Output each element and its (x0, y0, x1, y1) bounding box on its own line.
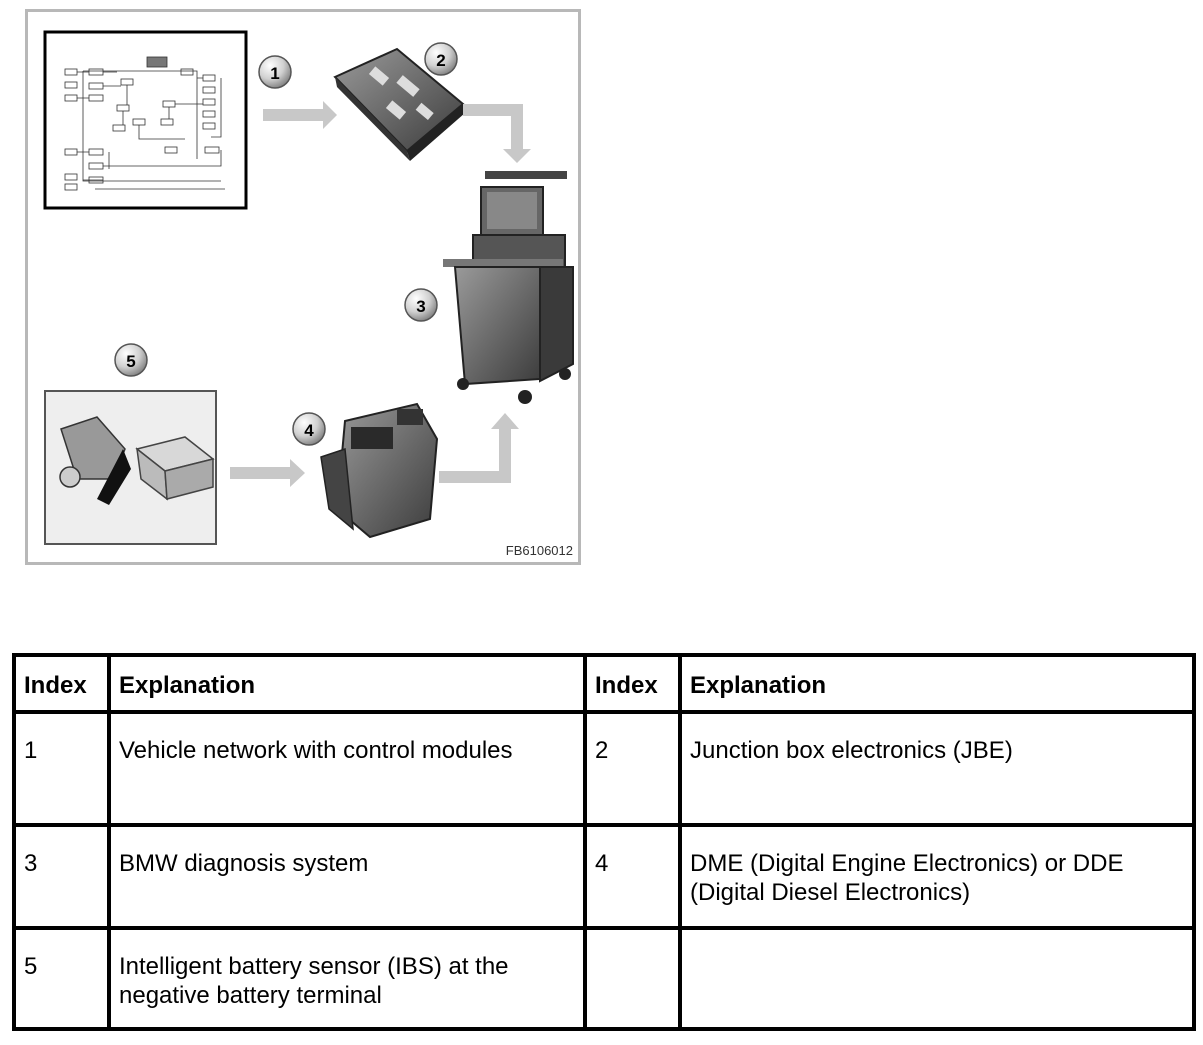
callout-3-label: 3 (416, 297, 425, 316)
legend-explanation: DME (Digital Engine Electronics) or DDE … (678, 823, 1196, 930)
legend-explanation: BMW diagnosis system (107, 823, 587, 930)
callout-1-label: 1 (270, 64, 279, 83)
legend-row: 3 BMW diagnosis system 4 DME (Digital En… (12, 823, 1196, 930)
callout-4: 4 (292, 412, 326, 446)
jbe-module-image (333, 47, 465, 161)
legend-explanation: Vehicle network with control modules (107, 710, 587, 827)
legend-index: 2 (583, 710, 682, 827)
callout-2: 2 (424, 42, 458, 76)
callout-5: 5 (114, 343, 148, 377)
diagnosis-system-image (443, 171, 574, 404)
legend-row: 5 Intelligent battery sensor (IBS) at th… (12, 926, 1196, 1031)
callout-5-label: 5 (126, 352, 135, 371)
legend-explanation (678, 926, 1196, 1031)
callout-1: 1 (258, 55, 292, 89)
legend-row: 1 Vehicle network with control modules 2… (12, 710, 1196, 827)
callout-4-label: 4 (304, 421, 314, 440)
battery-sensor-panel (44, 390, 217, 545)
index-header: Index (583, 653, 682, 714)
legend-header-row: Index Explanation Index Explanation (12, 653, 1196, 714)
legend-explanation: Junction box electronics (JBE) (678, 710, 1196, 827)
legend-index: 3 (12, 823, 111, 930)
explanation-header: Explanation (678, 653, 1196, 714)
wiring-diagram-panel (43, 30, 248, 210)
diagnosis-overview-figure: 1 2 3 4 5 FB6106012 (25, 9, 581, 565)
legend-index: 5 (12, 926, 111, 1031)
flow-arrows (230, 101, 531, 487)
legend-explanation: Intelligent battery sensor (IBS) at the … (107, 926, 587, 1031)
dme-module-image (320, 402, 439, 539)
legend-index (583, 926, 682, 1031)
index-header: Index (12, 653, 111, 714)
legend-table: Index Explanation Index Explanation 1 Ve… (12, 653, 1196, 1031)
legend-index: 4 (583, 823, 682, 930)
explanation-header: Explanation (107, 653, 587, 714)
callout-3: 3 (404, 288, 438, 322)
image-code: FB6106012 (506, 543, 573, 558)
legend-index: 1 (12, 710, 111, 827)
callout-2-label: 2 (436, 51, 445, 70)
